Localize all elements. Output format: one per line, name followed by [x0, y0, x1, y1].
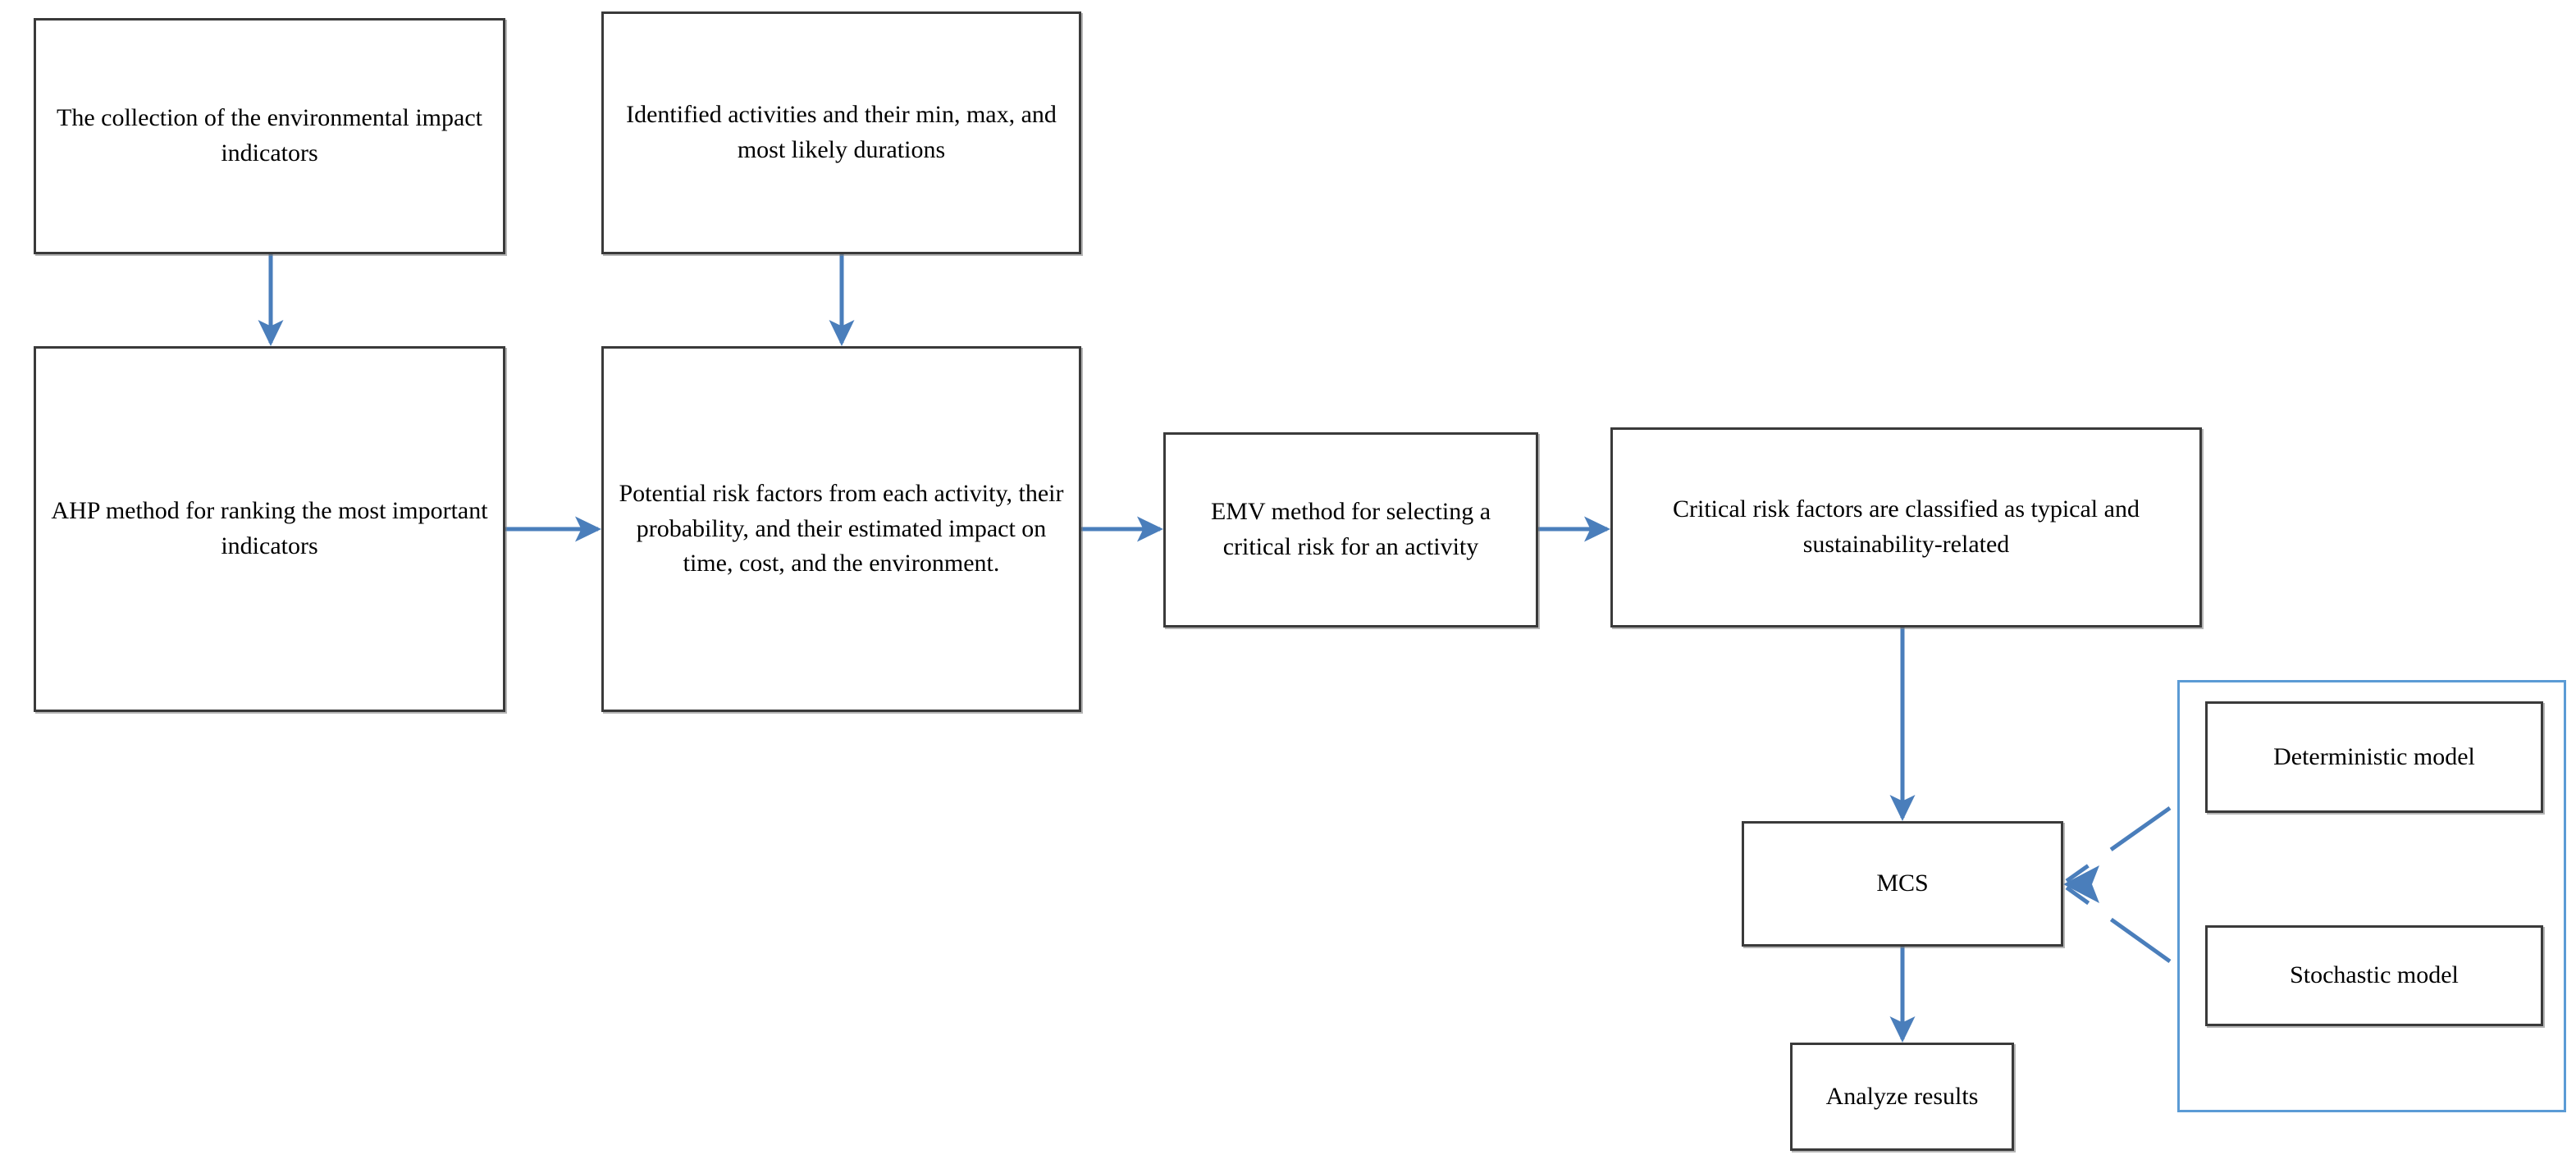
node-critical-risk-factors[interactable]: Critical risk factors are classified as …: [1610, 427, 2202, 628]
node-mcs-label: MCS: [1876, 869, 1929, 897]
node-mcs[interactable]: MCS: [1742, 821, 2063, 947]
connector-models-branch-lower: [2065, 885, 2172, 964]
node-ahp-method[interactable]: AHP method for ranking the most importan…: [34, 346, 505, 712]
node-critical-risk-factors-label: Critical risk factors are classified as …: [1673, 495, 2140, 558]
model-types-group: [2177, 680, 2566, 1112]
node-identified-activities[interactable]: Identified activities and their min, max…: [601, 11, 1081, 254]
node-stochastic-model-label: Stochastic model: [2290, 961, 2459, 989]
node-deterministic-model[interactable]: Deterministic model: [2205, 701, 2543, 813]
node-emv-method[interactable]: EMV method for selecting a critical risk…: [1163, 432, 1538, 628]
node-identified-activities-label: Identified activities and their min, max…: [626, 101, 1057, 163]
node-ahp-method-label: AHP method for ranking the most importan…: [51, 497, 488, 559]
node-deterministic-model-label: Deterministic model: [2273, 742, 2475, 770]
node-potential-risk-factors-label: Potential risk factors from each activit…: [619, 480, 1064, 577]
node-emv-method-label: EMV method for selecting a critical risk…: [1210, 498, 1491, 560]
node-potential-risk-factors[interactable]: Potential risk factors from each activit…: [601, 346, 1081, 712]
node-analyze-results[interactable]: Analyze results: [1790, 1043, 2014, 1151]
connector-models-arrowhead: [2063, 865, 2099, 903]
node-env-indicators-label: The collection of the environmental impa…: [57, 104, 482, 167]
node-analyze-results-label: Analyze results: [1825, 1082, 1979, 1110]
node-env-indicators[interactable]: The collection of the environmental impa…: [34, 18, 505, 254]
connector-models-branch-upper: [2065, 806, 2172, 883]
node-stochastic-model[interactable]: Stochastic model: [2205, 925, 2543, 1026]
